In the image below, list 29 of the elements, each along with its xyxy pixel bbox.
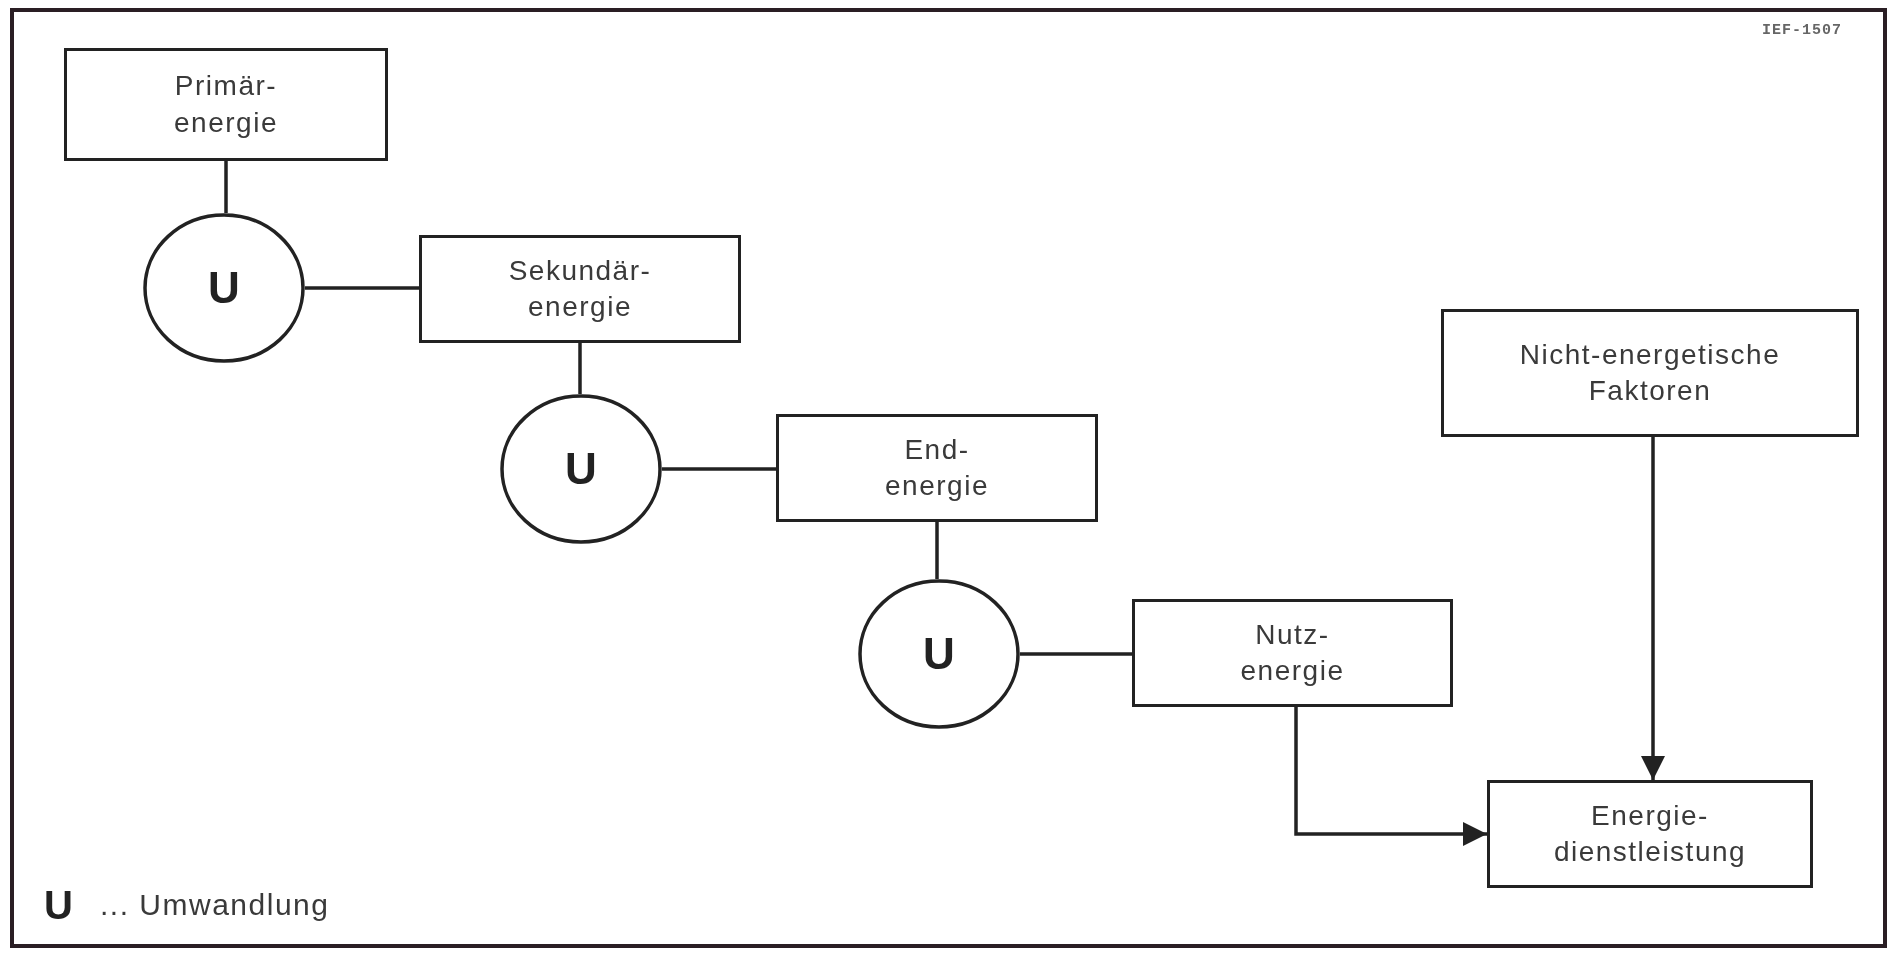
arrow	[1640, 437, 1666, 780]
connector-line	[224, 161, 228, 213]
legend-text: ... Umwandlung	[100, 888, 330, 922]
energy-box	[776, 414, 1098, 522]
connector-line	[578, 343, 582, 394]
energy-box	[1132, 599, 1453, 707]
connector-line	[662, 467, 776, 471]
connector-line	[305, 286, 419, 290]
box-label: Sekundär- energie	[507, 253, 653, 324]
box-label: Nicht-energetische Faktoren	[1518, 337, 1782, 408]
connector-line	[935, 522, 939, 579]
conversion-circle	[143, 213, 305, 363]
connector-line	[1020, 652, 1132, 656]
conversion-symbol: U	[208, 263, 240, 313]
energy-box	[419, 235, 741, 343]
box-label: Primär- energie	[173, 69, 279, 140]
conversion-symbol: U	[923, 629, 955, 679]
arrow	[1294, 707, 1487, 847]
box-label: Energie- dienstleistung	[1552, 798, 1748, 869]
box-label: End- energie	[884, 432, 990, 503]
figure-id: IEF-1507	[1762, 22, 1842, 39]
energy-box	[1487, 780, 1813, 888]
legend-symbol: U	[44, 883, 73, 928]
energy-box	[1441, 309, 1859, 437]
conversion-circle	[858, 579, 1020, 729]
energy-box	[64, 48, 388, 161]
box-label: Nutz- energie	[1239, 617, 1346, 688]
conversion-circle	[500, 394, 662, 544]
conversion-symbol: U	[565, 444, 597, 494]
